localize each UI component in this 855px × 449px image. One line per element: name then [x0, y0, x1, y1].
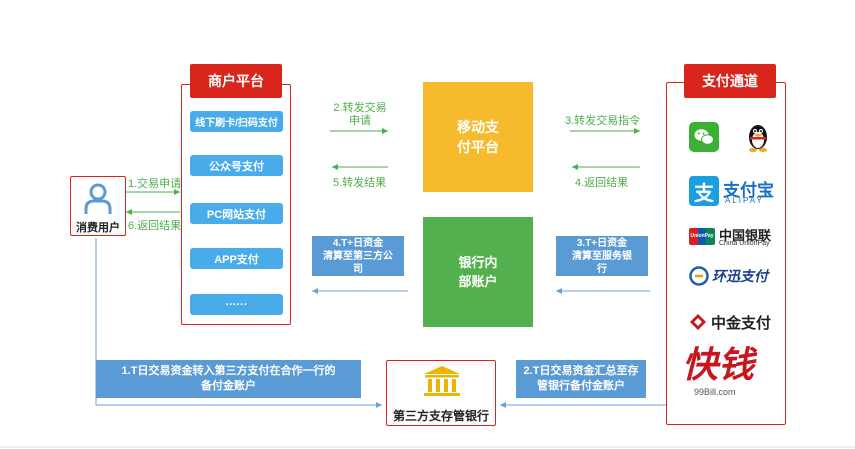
merchant-item-offline[interactable]: 线下刷卡/扫码支付: [190, 111, 283, 132]
wechat-icon: [689, 122, 719, 152]
merchant-item-more[interactable]: ······: [190, 294, 283, 315]
alipay-icon: 支: [689, 176, 719, 206]
merchant-item-pc-web[interactable]: PC网站支付: [190, 203, 283, 224]
merchant-item-app[interactable]: APP支付: [190, 248, 283, 269]
arrow-3-label: 3.转发交易指令: [565, 115, 641, 127]
consumer-box: 消费用户: [70, 176, 126, 236]
huanxun-icon: [689, 266, 709, 286]
unionpay-logo: UnionPay 中国银联 China UnionPay: [689, 228, 772, 247]
arrow-4-label: 4.返回结果: [575, 177, 629, 189]
huanxun-logo: 环迅支付: [689, 264, 779, 288]
bottom-step-2: 2.T日交易资金汇总至存 管银行备付金账户: [516, 360, 646, 398]
bank-building-icon: [424, 366, 460, 396]
arrow-1-label: 1.交易申请: [128, 178, 182, 190]
bottom-step-1: 1.T日交易资金转入第三方支付在合作一行的 备付金账户: [96, 360, 361, 398]
arrow-6-label: 6.返回结果: [128, 220, 182, 232]
user-icon: [84, 183, 112, 214]
zhongjin-icon: [690, 314, 706, 330]
zhongjin-logo: 中金支付: [689, 311, 779, 335]
custodian-bank-label: 第三方支存管银行: [392, 409, 489, 423]
merchant-item-official-account[interactable]: 公众号支付: [190, 155, 283, 176]
merchant-title: 商户平台: [190, 64, 282, 98]
consumer-label: 消费用户: [76, 222, 120, 234]
arrow-5-label: 5.转发结果: [333, 177, 387, 189]
alipay-logo: 支 支付宝 ALIPAY: [689, 176, 779, 208]
mobile-payment-platform: 移动支 付平台: [423, 82, 533, 192]
consumer-to-bank-line: [95, 238, 382, 408]
custodian-bank-box: 第三方支存管银行: [386, 360, 496, 426]
bank-internal-account: 银行内 部账户: [423, 217, 533, 327]
settlement-right: 3.T+日资金 清算至服务银 行: [556, 236, 648, 276]
unionpay-icon: [689, 228, 715, 245]
payment-channel-title: 支付通道: [684, 64, 776, 98]
qq-penguin-icon: [749, 125, 767, 152]
arrow-2-label: 2.转发交易 申请: [333, 102, 387, 127]
settlement-left: 4.T+日资金 清算至第三方公 司: [312, 236, 404, 276]
kuaiqian-logo: 快钱 99Bill.com: [682, 344, 755, 397]
